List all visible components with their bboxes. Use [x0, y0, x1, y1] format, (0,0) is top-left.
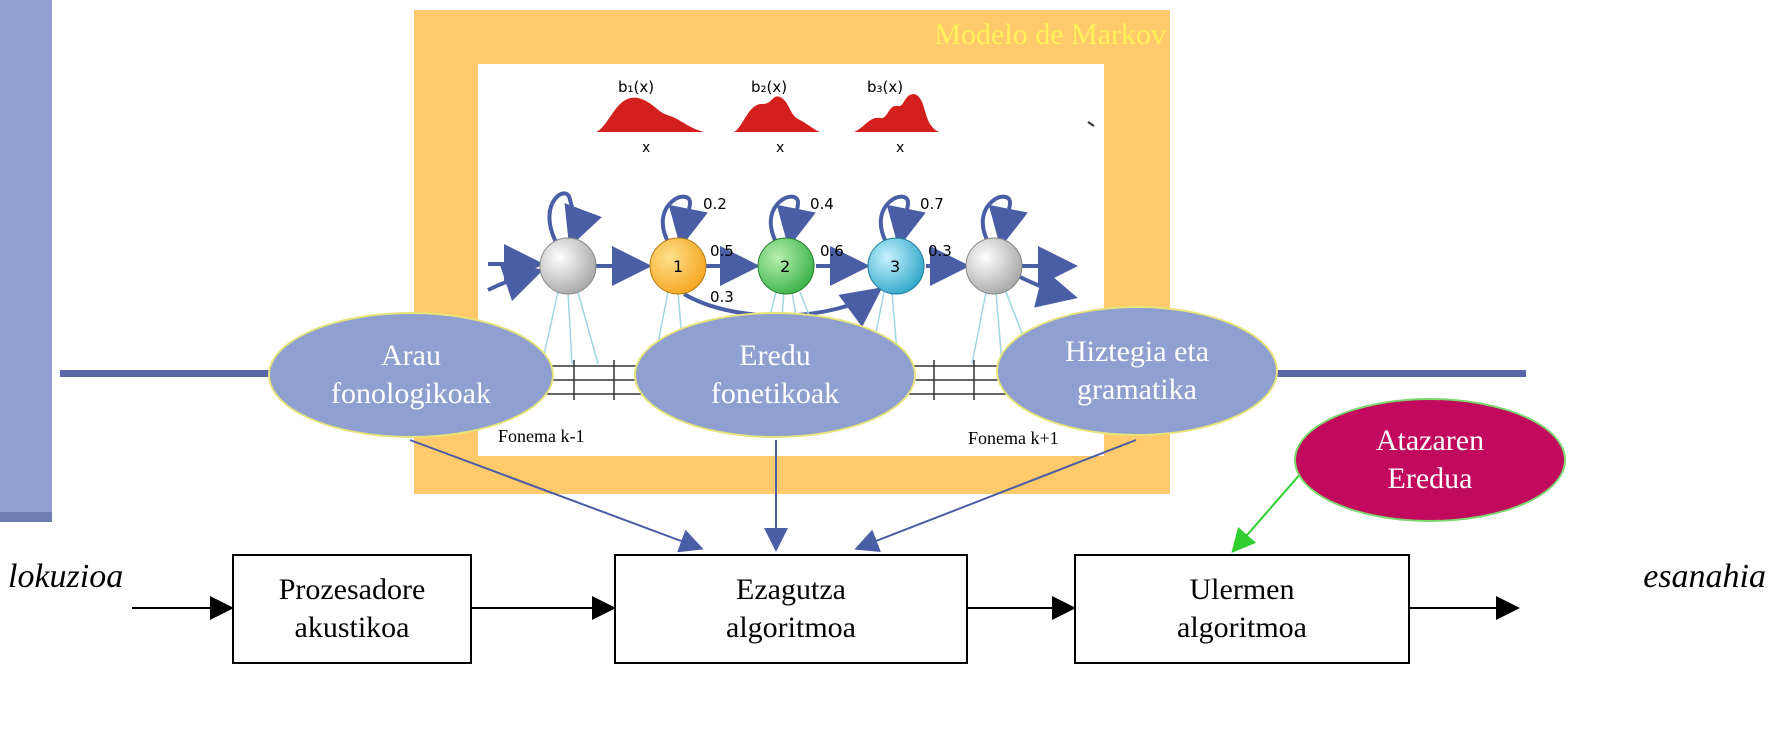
pdf-curve-1	[596, 97, 704, 132]
state-label-3: 3	[890, 257, 900, 276]
pdf-curve-3	[854, 94, 940, 132]
arrow-lexicon-to-recognition	[854, 439, 1137, 552]
self-loop-4	[980, 194, 1028, 248]
task-model-line2: Eredua	[1387, 462, 1473, 495]
pdf-label-2: b₂(x)	[751, 78, 787, 96]
task-model-ellipse: Atazaren Eredua	[1294, 398, 1566, 522]
pdf-axis-x-2: x	[776, 140, 784, 156]
trans-prob-2: 0.6	[820, 242, 844, 260]
phonological-rules-ellipse: Arau fonologikoak	[268, 312, 554, 438]
state-start	[539, 237, 597, 295]
state-end	[965, 237, 1023, 295]
entry-arrow-bottom	[487, 263, 544, 302]
phonetic-models-line2: fonetikoak	[710, 377, 840, 410]
pdf-axis-x-1: x	[642, 140, 650, 156]
state-2	[757, 237, 815, 295]
lexicon-grammar-ellipse: Hiztegia eta gramatika	[996, 306, 1278, 436]
phonological-rules-line2: fonologikoak	[331, 377, 491, 410]
self-prob-1: 0.2	[703, 195, 727, 213]
state-1	[649, 237, 707, 295]
slide-left-accent-shadow	[0, 512, 52, 522]
arrow-task-to-understanding	[1231, 471, 1303, 554]
self-loop-1	[660, 194, 708, 248]
acoustic-processor-line1: Prozesadore	[278, 573, 426, 606]
self-loop-0	[547, 191, 602, 248]
lexicon-grammar-line2: gramatika	[1077, 373, 1197, 406]
recognition-algorithm-line2: algoritmoa	[726, 611, 856, 644]
recognition-algorithm-line1: Ezagutza	[736, 573, 846, 606]
self-prob-2: 0.4	[810, 195, 834, 213]
understanding-algorithm-line2: algoritmoa	[1177, 611, 1307, 644]
understanding-algorithm-box: Ulermen algoritmoa	[1074, 554, 1410, 664]
arrow-phonological-to-recognition	[409, 439, 704, 553]
phonological-rules-line1: Arau	[381, 339, 441, 372]
phonetic-models-ellipse: Eredu fonetikoak	[634, 312, 916, 438]
skip-prob: 0.3	[710, 288, 734, 306]
lexicon-grammar-line1: Hiztegia eta	[1064, 335, 1210, 368]
acoustic-processor-box: Prozesadore akustikoa	[232, 554, 472, 664]
emission-lines	[541, 291, 1035, 365]
state-label-2: 2	[780, 257, 790, 276]
input-label: lokuzioa	[8, 558, 124, 595]
pdf-axis-x-3: x	[896, 140, 904, 156]
state-3	[867, 237, 925, 295]
phoneme-left-label: Fonema k-1	[498, 426, 585, 446]
output-label: esanahia	[1643, 558, 1766, 595]
markov-model-title: Modelo de Markov	[934, 18, 1166, 51]
self-loop-3	[878, 194, 926, 248]
understanding-algorithm-line1: Ulermen	[1189, 573, 1295, 606]
trans-prob-3: 0.3	[928, 242, 952, 260]
task-model-line1: Atazaren	[1375, 424, 1485, 457]
pdf-curve-2	[734, 96, 820, 132]
pdf-label-1: b₁(x)	[618, 78, 654, 96]
recognition-algorithm-box: Ezagutza algoritmoa	[614, 554, 968, 664]
slide-left-accent-bar	[0, 0, 52, 520]
self-loop-2	[768, 194, 816, 248]
pdf-label-3: b₃(x)	[867, 78, 903, 96]
exit-marker	[1087, 121, 1095, 127]
phoneme-right-label: Fonema k+1	[968, 428, 1059, 448]
self-prob-3: 0.7	[920, 195, 944, 213]
exit-arrow-bottom	[1017, 268, 1078, 308]
state-label-1: 1	[673, 257, 683, 276]
trans-prob-1: 0.5	[710, 242, 734, 260]
phonetic-models-line1: Eredu	[739, 339, 811, 372]
acoustic-processor-line2: akustikoa	[294, 611, 410, 644]
